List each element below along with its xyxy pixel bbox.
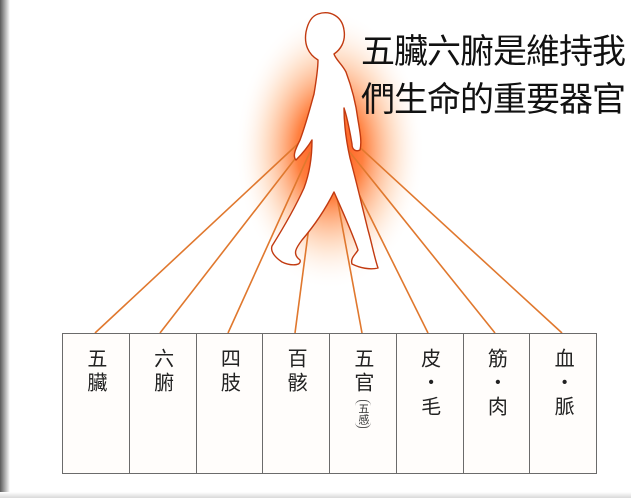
box-jinrou: 筋・肉 <box>462 334 530 473</box>
box-liufu: 六腑 <box>128 334 196 473</box>
box-wuguan: 五官 五感 <box>329 334 396 473</box>
box-label: 血・脈 <box>551 348 576 420</box>
walking-figure <box>270 12 379 270</box>
box-sizhi: 四肢 <box>195 334 263 473</box>
title-line-1: 五臟六腑是維持我 <box>361 32 626 72</box>
box-pimao: 皮・毛 <box>395 334 463 473</box>
scan-shadow-bottom <box>0 492 631 498</box>
box-label: 六腑 <box>150 348 175 396</box>
box-label: 筋・肉 <box>484 348 509 420</box>
box-baihai: 百骸 <box>262 334 329 473</box>
scan-shadow-left <box>0 0 10 498</box>
connector-line-7 <box>347 149 496 334</box>
title-line-2: 們生命的重要器官 <box>361 80 626 120</box>
box-label: 百骸 <box>284 348 309 396</box>
connector-line-2 <box>159 145 306 334</box>
box-label: 五臟 <box>83 348 108 396</box>
box-xuemai: 血・脈 <box>529 334 596 473</box>
organ-box-row: 五臟 六腑 四肢 百骸 五官 五感 皮・毛 筋・肉 血・脈 <box>62 333 597 474</box>
box-label: 四肢 <box>217 348 242 396</box>
connector-line-1 <box>94 139 303 334</box>
box-label: 五官 <box>350 348 375 396</box>
connector-line-8 <box>353 141 563 334</box>
box-note: 五感 <box>354 400 371 428</box>
box-label: 皮・毛 <box>417 348 442 420</box>
box-wuzang: 五臟 <box>63 334 129 473</box>
connector-line-3 <box>227 151 311 334</box>
